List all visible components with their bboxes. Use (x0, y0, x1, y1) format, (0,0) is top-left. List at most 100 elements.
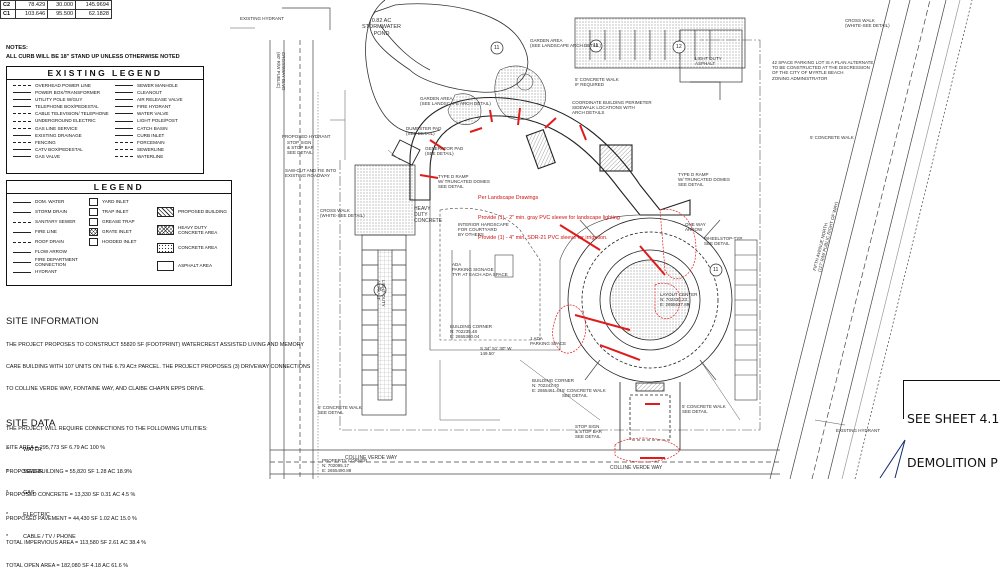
legend-item-label: SEWERLINE (137, 146, 165, 152)
building-corner-label: BUILDING CORNER N: 702242.70 E: 2655461.… (532, 378, 575, 394)
legend-item-label: WATERLINE (137, 153, 164, 159)
garden-area-label: GARDEN AREA (SEE LANDSCAPE ARCH DETAIL) (530, 38, 601, 49)
existing-legend: EXISTING LEGEND OVERHEAD POWER LINE POWE… (6, 66, 204, 174)
left-road-label: CROSSWAY BLVD (60' R/W PUBLIC) (275, 52, 286, 91)
red-note-line: Provide (1) - 4" min. SDR-21 PVC sleeve … (478, 234, 608, 241)
parking-count: 12 (676, 44, 682, 50)
box-symbol-icon (13, 104, 31, 109)
heavy-duty-label: HEAVY DUTY CONCRETE (414, 206, 443, 224)
legend-title: LEGEND (7, 181, 231, 194)
light-duty-asphalt-label: LIGHT-DUTY ASPHALT (375, 280, 386, 307)
legend-item: FIRE LINE (13, 227, 87, 237)
existing-legend-right-list: SEWER MANHOLE CLEANOUT AIR RELEASE VALVE… (115, 82, 183, 160)
proposed-hydrant-label: PROPOSED HYDRANT (282, 134, 331, 139)
red-cloud-marks (552, 209, 697, 463)
concrete-walk-label: 5' CONCRETE WALK (810, 135, 854, 140)
legend-item-label: CURB INLET (137, 132, 165, 138)
legend-item-label: GRATE INLET (102, 229, 132, 234)
legend-item: FIRE DEPARTMENT CONNECTION (13, 257, 87, 267)
table-cell: 145.9694 (75, 0, 112, 10)
legend-item: EXISTING DRAINAGE (13, 132, 109, 139)
storm-drain-icon (13, 210, 31, 215)
site-information-line: THE PROJECT PROPOSES TO CONSTRUCT 55820 … (6, 342, 305, 349)
legend-item-label: YARD INLET (102, 199, 129, 204)
line-symbol-icon (13, 119, 31, 124)
utility-item: * SEWER (6, 468, 43, 475)
water-line-icon (13, 200, 31, 205)
crosswalk-label: CROSS WALK (WHITE-SEE DETAIL) (320, 208, 365, 219)
concrete-walk-label: 5' CONCRETE WALK IF REQUIRED (575, 77, 619, 88)
fence-symbol-icon (13, 140, 31, 145)
manhole-symbol-icon (115, 83, 133, 88)
light-duty-asphalt-label: LIGHT DUTY ASPHALT (695, 56, 722, 67)
legend-item-label: CATCH BASIN (137, 125, 168, 131)
pond-label: 0.82 AC STORMWATER POND (362, 18, 402, 37)
left-road (269, 7, 331, 479)
ramp-label: TYPE D RAMP W/ TRUNCATED DOMES SEE DETAI… (678, 172, 730, 188)
legend: LEGEND DOM. WATER STORM DRAIN SANITARY S… (6, 180, 232, 286)
legend-item-label: UNDERGROUND ELECTRIC (35, 118, 96, 124)
legend-item: FENCING (13, 139, 109, 146)
road-name-label: COLLINE VERDE WAY (345, 455, 398, 461)
site-data-line: SITE AREA = 295,773 SF 6.79 AC 100 % (6, 444, 106, 451)
existing-legend-left-list: OVERHEAD POWER LINE POWER BOX/TRANSFORME… (13, 82, 109, 160)
table-cell: 30.000 (47, 0, 77, 10)
existing-legend-title: EXISTING LEGEND (7, 67, 203, 80)
legend-item-label: PROPOSED BUILDING (178, 209, 228, 214)
legend-item: OVERHEAD POWER LINE (13, 82, 109, 89)
legend-item: POWER BOX/TRANSFORMER (13, 89, 109, 96)
parking-count: 11 (494, 45, 500, 51)
legend-item: FLOW ARROW (13, 247, 87, 257)
legend-item: CABLE TELEVISION/ TELEPHONE (13, 110, 109, 117)
parking-count: 16 (377, 287, 383, 293)
table-row: C2 78.429 30.000 145.9694 (0, 0, 112, 10)
notes-line: ALL CURB WILL BE 18" STAND UP UNLESS OTH… (6, 54, 180, 60)
legend-item: UTILITY POLE W/GUY (13, 96, 109, 103)
bottom-road (270, 449, 780, 475)
roundabout (567, 217, 733, 450)
legend-item: CONCRETE AREA (157, 239, 227, 257)
legend-item: LIGHT POLE/POST (115, 117, 183, 124)
legend-item: GAS VALVE (13, 153, 109, 160)
legend-item-label: OVERHEAD POWER LINE (35, 83, 91, 88)
coordinate-table: C2 78.429 30.000 145.9694 C1 103.646 95.… (0, 0, 112, 19)
parking-count: 11 (593, 43, 599, 49)
legend-item-label: SANITARY SEWER (35, 219, 76, 224)
legend-item: CATCH BASIN (115, 125, 183, 132)
legend-item-label: EXISTING DRAINAGE (35, 132, 82, 138)
utility-item: * WATER (6, 447, 42, 454)
west-drive (354, 164, 416, 416)
line-symbol-icon (115, 140, 133, 145)
legend-item-label: FIRE HYDRANT (137, 104, 171, 110)
table-cell: C2 (0, 0, 17, 10)
legend-item: ROOF DRAIN (13, 237, 87, 247)
legend-item: AIR RELEASE VALVE (115, 96, 183, 103)
legend-item: SEWER MANHOLE (115, 82, 183, 89)
legend-item-label: CLEANOUT (137, 90, 163, 96)
concrete-swatch-icon (157, 243, 174, 253)
legend-item-label: HYDRANT (35, 269, 58, 274)
wheelstop-label: WHEELSTOP-TYP. SEE DETAIL (704, 236, 744, 247)
dumpster-label: DUMPSTER PAD (SEE DETAIL) (406, 126, 442, 137)
light-pole-symbol-icon (115, 119, 133, 124)
legend-item: TRAP INLET (89, 207, 136, 217)
fifth-avenue-road (769, 0, 973, 479)
grate-inlet-icon (89, 228, 98, 236)
legend-item-label: TELEPHONE BOX/PEDESTAL (35, 104, 99, 110)
notes-heading: NOTES: (6, 45, 28, 51)
hydrant-symbol-icon (115, 104, 133, 109)
legend-item-label: GAS LINE SERVICE (35, 125, 78, 131)
table-row: C1 103.646 95.500 62.1828 (0, 9, 112, 19)
legend-item-label: GREASE TRAP (102, 219, 135, 224)
legend-item: TELEPHONE BOX/PEDESTAL (13, 103, 109, 110)
sewer-line-icon (13, 220, 31, 225)
legend-item-label: FENCING (35, 139, 56, 145)
fire-line-icon (13, 230, 31, 235)
legend-item: STORM DRAIN (13, 207, 87, 217)
site-data-title: SITE DATA (6, 418, 56, 429)
line-symbol-icon (13, 133, 31, 138)
site-data-line: PROPOSED BUILDING = 55,820 SF 1.28 AC 18… (6, 468, 132, 475)
grease-trap-icon (89, 218, 98, 226)
hooded-inlet-icon (89, 238, 98, 246)
legend-item: GAS LINE SERVICE (13, 125, 109, 132)
